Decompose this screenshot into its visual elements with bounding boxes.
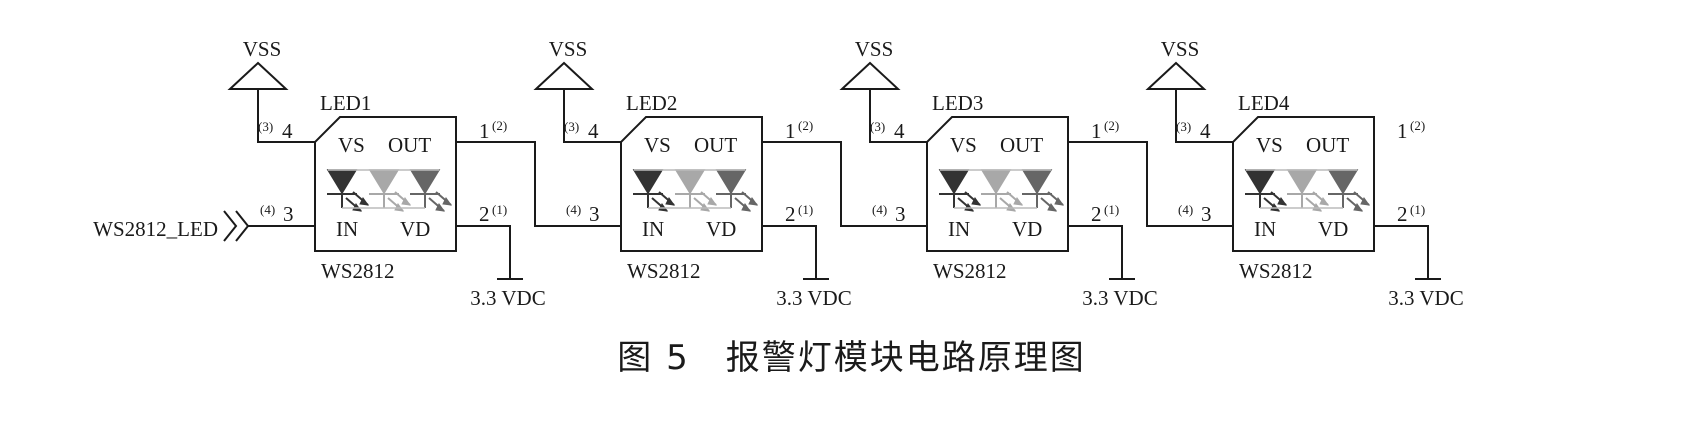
pin-num-din: 3 xyxy=(1201,202,1212,226)
led-part-name: WS2812 xyxy=(933,259,1007,283)
pin-num-vs: 4 xyxy=(282,119,293,143)
vss-ground-icon xyxy=(839,61,901,90)
pin-sub-din: (4) xyxy=(566,202,581,217)
pin-num-din: 3 xyxy=(589,202,600,226)
led-designator: LED2 xyxy=(626,91,677,115)
vdd-wire xyxy=(1374,225,1429,278)
pin-sub-dout: (2) xyxy=(1410,118,1425,133)
pin-num-vs: 4 xyxy=(588,119,599,143)
vss-label: VSS xyxy=(855,37,894,61)
pin-sub-vs: (3) xyxy=(870,119,885,134)
supply-label: 3.3 VDC xyxy=(776,286,851,310)
pin-num-dout: 1 xyxy=(785,119,796,143)
pin-sub-vs: (3) xyxy=(564,119,579,134)
pin-name-out: OUT xyxy=(694,133,737,157)
data-chain-wire xyxy=(456,141,621,227)
pin-sub-dout: (2) xyxy=(492,118,507,133)
pin-num-vdd: 2 xyxy=(1397,202,1408,226)
vss-ground-icon xyxy=(533,61,595,90)
vss-label: VSS xyxy=(549,37,588,61)
vss-wire xyxy=(257,89,315,143)
pin-sub-din: (4) xyxy=(1178,202,1193,217)
pin-num-vdd: 2 xyxy=(785,202,796,226)
pin-num-dout: 1 xyxy=(1091,119,1102,143)
pin-name-vs: VS xyxy=(1256,133,1283,157)
pin-sub-dout: (2) xyxy=(1104,118,1119,133)
input-connector: WS2812_LED xyxy=(93,210,250,242)
pin-name-vd: VD xyxy=(1318,217,1348,241)
data-chain-wire xyxy=(1068,141,1233,227)
pin-name-vs: VS xyxy=(644,133,671,157)
data-chain-wire xyxy=(762,141,927,227)
pin-name-out: OUT xyxy=(1306,133,1349,157)
vss-wire xyxy=(1175,89,1233,143)
pin-num-dout: 1 xyxy=(479,119,490,143)
led-designator: LED3 xyxy=(932,91,983,115)
pin-num-vdd: 2 xyxy=(1091,202,1102,226)
pin-num-vs: 4 xyxy=(894,119,905,143)
vss-ground-icon xyxy=(227,61,289,90)
pin-name-vs: VS xyxy=(338,133,365,157)
diode-icon xyxy=(674,169,718,212)
pin-sub-vdd: (1) xyxy=(1410,202,1425,217)
diode-icon xyxy=(715,169,759,212)
led-designator: LED4 xyxy=(1238,91,1290,115)
pin-num-dout: 1 xyxy=(1397,119,1408,143)
pin-name-out: OUT xyxy=(388,133,431,157)
pin-sub-vdd: (1) xyxy=(1104,202,1119,217)
diode-icon xyxy=(1286,169,1330,212)
pin-name-vd: VD xyxy=(706,217,736,241)
input-net-label: WS2812_LED xyxy=(93,217,218,241)
vdd-wire xyxy=(456,225,511,278)
pin-name-vs: VS xyxy=(950,133,977,157)
pin-num-din: 3 xyxy=(283,202,294,226)
pin-num-vs: 4 xyxy=(1200,119,1211,143)
pin-sub-dout: (2) xyxy=(798,118,813,133)
vss-wire xyxy=(869,89,927,143)
pin-sub-din: (4) xyxy=(260,202,275,217)
diode-icon xyxy=(1327,169,1371,212)
diode-icon xyxy=(1021,169,1065,212)
pin-name-in: IN xyxy=(948,217,970,241)
pin-sub-din: (4) xyxy=(872,202,887,217)
led-part-name: WS2812 xyxy=(321,259,395,283)
supply-label: 3.3 VDC xyxy=(1388,286,1463,310)
led-part-name: WS2812 xyxy=(1239,259,1313,283)
led-designator: LED1 xyxy=(320,91,371,115)
pin-name-out: OUT xyxy=(1000,133,1043,157)
pin-sub-vdd: (1) xyxy=(492,202,507,217)
pin-num-din: 3 xyxy=(895,202,906,226)
pin-num-vdd: 2 xyxy=(479,202,490,226)
vss-label: VSS xyxy=(243,37,282,61)
vss-label: VSS xyxy=(1161,37,1200,61)
pin-name-in: IN xyxy=(336,217,358,241)
pin-sub-vdd: (1) xyxy=(798,202,813,217)
vdd-wire xyxy=(762,225,817,278)
pin-name-vd: VD xyxy=(400,217,430,241)
pin-sub-vs: (3) xyxy=(1176,119,1191,134)
vss-wire xyxy=(563,89,621,143)
pin-name-in: IN xyxy=(642,217,664,241)
pin-name-in: IN xyxy=(1254,217,1276,241)
pin-name-vd: VD xyxy=(1012,217,1042,241)
figure-caption: 图 5 报警灯模块电路原理图 xyxy=(617,338,1086,378)
supply-label: 3.3 VDC xyxy=(470,286,545,310)
input-arrow-icon xyxy=(223,210,250,242)
vdd-wire xyxy=(1068,225,1123,278)
vss-ground-icon xyxy=(1145,61,1207,90)
supply-label: 3.3 VDC xyxy=(1082,286,1157,310)
pin-sub-vs: (3) xyxy=(258,119,273,134)
led-part-name: WS2812 xyxy=(627,259,701,283)
diode-icon xyxy=(326,169,370,212)
